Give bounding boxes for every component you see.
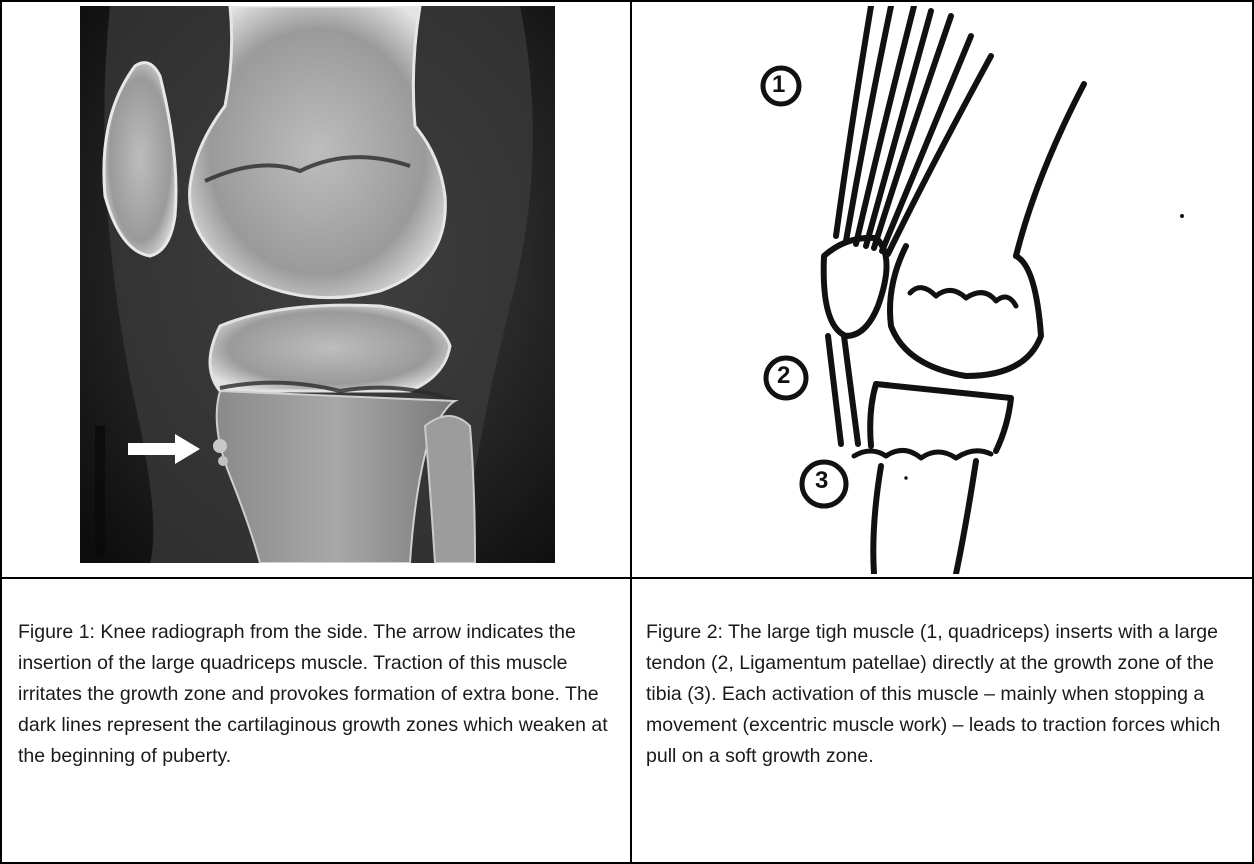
- table-border-middle: [0, 577, 1254, 579]
- figure1-caption: Figure 1: Knee radiograph from the side.…: [18, 617, 618, 772]
- label-1: 1: [772, 71, 785, 99]
- quadriceps-sketch-image: 1 2 3: [646, 6, 1246, 574]
- label-3: 3: [815, 467, 828, 495]
- table-border-top: [0, 0, 1254, 2]
- table-border-center: [630, 0, 632, 864]
- knee-radiograph-image: [80, 6, 555, 563]
- figure2-caption: Figure 2: The large tigh muscle (1, quad…: [646, 617, 1242, 772]
- label-2: 2: [777, 362, 790, 390]
- table-border-left: [0, 0, 2, 864]
